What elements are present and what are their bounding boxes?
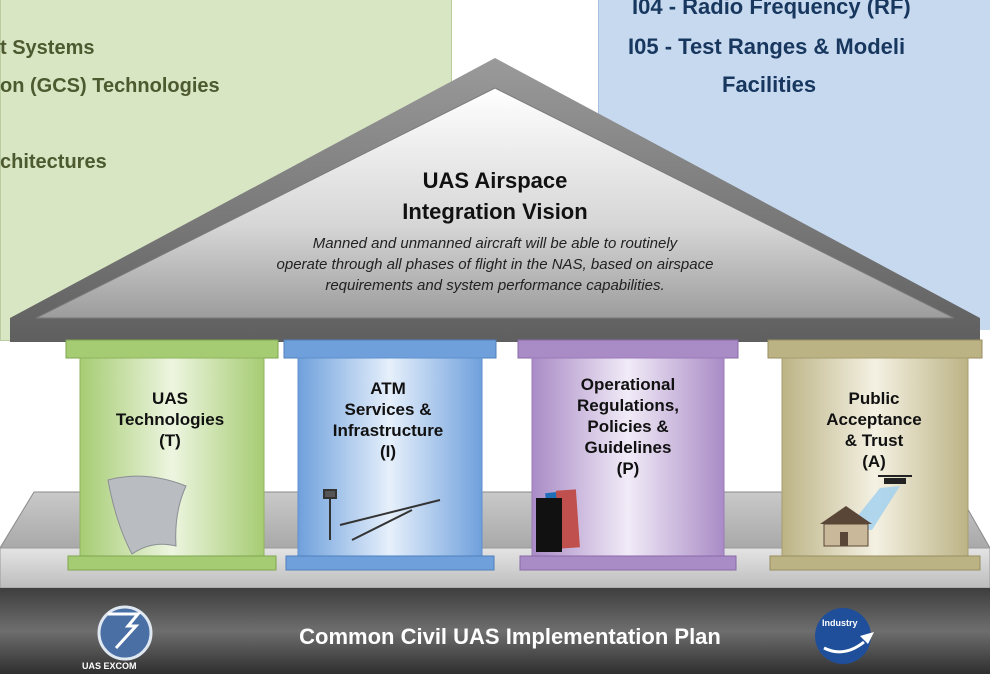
pillar-regulations-line-2: Regulations,	[576, 396, 679, 415]
pillar-public-line-2: Acceptance	[826, 410, 922, 429]
right-panel-line-1: I04 - Radio Frequency (RF)	[632, 0, 911, 19]
pillar-public-line-4: (A)	[862, 452, 886, 471]
pillar-technologies-line-1: UAS	[152, 389, 188, 408]
roof-title-line-2: Integration Vision	[402, 199, 588, 224]
industry-label: Industry	[822, 618, 858, 628]
uas-excom-logo	[97, 605, 153, 661]
pillar-label-atm: ATM Services & Infrastructure (I)	[313, 378, 463, 462]
airport-icon	[323, 489, 441, 541]
right-panel-line-2: I05 - Test Ranges & Modeli	[628, 34, 906, 59]
uas-excom-label: UAS EXCOM	[82, 661, 137, 671]
roof-desc-line-3: requirements and system performance capa…	[325, 277, 665, 294]
roof-title-line-1: UAS Airspace	[422, 168, 568, 193]
roof-description: Manned and unmanned aircraft will be abl…	[225, 233, 765, 296]
pillar-atm-line-3: Infrastructure	[332, 421, 444, 440]
pillar-regulations-line-5: (P)	[616, 459, 640, 478]
uas-aircraft-icon	[107, 475, 187, 555]
pillar-label-regulations: Operational Regulations, Policies & Guid…	[553, 374, 703, 479]
books-icon	[536, 489, 580, 552]
roof-body	[35, 87, 955, 319]
pillar-atm-line-4: (I)	[379, 442, 397, 461]
right-panel-line-3: Facilities	[722, 72, 817, 97]
pillar-public	[767, 339, 983, 571]
pillar-public-line-1: Public	[848, 389, 900, 408]
drone-icon	[878, 475, 912, 484]
pillar-public-line-3: & Trust	[844, 431, 904, 450]
pillar-technologies	[65, 339, 279, 571]
industry-logo	[815, 608, 874, 664]
pillar-atm	[283, 339, 497, 571]
base-title: Common Civil UAS Implementation Plan	[299, 624, 721, 649]
pillar-technologies-line-3: (T)	[159, 431, 181, 450]
pillar-technologies-line-2: Technologies	[115, 410, 225, 429]
pillar-atm-line-2: Services &	[344, 400, 432, 419]
left-panel-line-2: on (GCS) Technologies	[0, 75, 220, 97]
roof-desc-line-1: Manned and unmanned aircraft will be abl…	[312, 235, 678, 252]
pillar-atm-line-1: ATM	[370, 379, 406, 398]
roof-desc-line-2: operate through all phases of flight in …	[276, 256, 714, 273]
left-panel-line-1: t Systems	[0, 37, 95, 59]
pillar-label-technologies: UAS Technologies (T)	[95, 388, 245, 451]
pillar-regulations	[517, 339, 739, 571]
pillar-regulations-line-1: Operational	[580, 375, 676, 394]
pillar-label-public: Public Acceptance & Trust (A)	[799, 388, 949, 472]
pillar-regulations-line-3: Policies &	[587, 417, 669, 436]
pillar-regulations-line-4: Guidelines	[584, 438, 672, 457]
house-icon	[820, 506, 872, 547]
left-panel-line-3: chitectures	[0, 151, 107, 173]
